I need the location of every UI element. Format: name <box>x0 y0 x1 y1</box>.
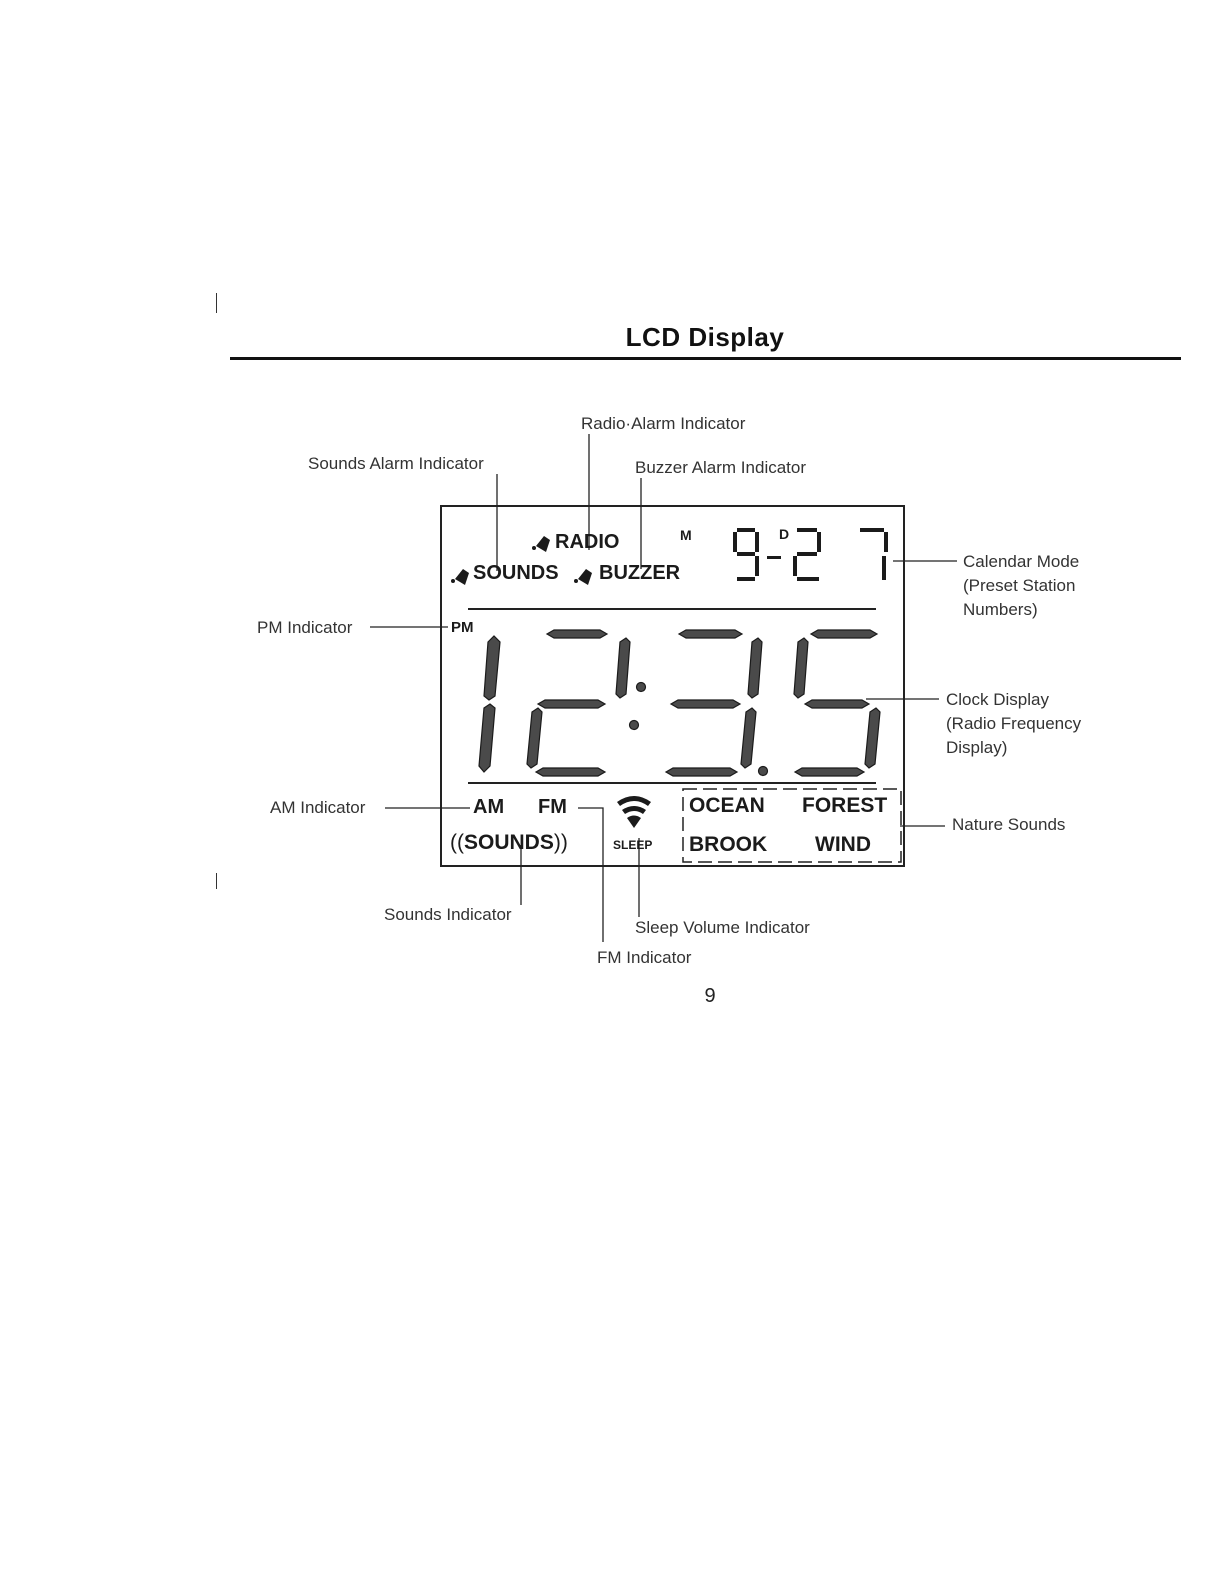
lcd-sounds-alarm: SOUNDS <box>473 562 559 584</box>
callout-calendar-mode-line3: Numbers) <box>963 600 1038 619</box>
margin-mark-bottom <box>216 873 217 889</box>
lcd-sleep-label: SLEEP <box>613 838 653 852</box>
lcd-panel <box>440 505 905 867</box>
lcd-sounds-indicator: ((SOUNDS)) <box>450 831 568 855</box>
lcd-month-marker: M <box>680 527 692 543</box>
bell-icon <box>532 536 550 552</box>
bell-icon <box>574 569 592 585</box>
lcd-am-indicator: AM <box>473 796 505 818</box>
bell-icon <box>451 569 469 585</box>
margin-mark-top <box>216 293 217 313</box>
clock-colon-dot-top <box>635 681 647 693</box>
callout-clock-display-line1: Clock Display <box>946 690 1049 709</box>
clock-decimal-dot <box>757 765 769 777</box>
nature-wind: WIND <box>815 833 871 856</box>
lcd-sounds-label: SOUNDS <box>464 831 554 854</box>
callout-calendar-mode-line2: (Preset Station <box>963 576 1076 595</box>
sound-wave-icon: (( <box>450 831 464 854</box>
callout-sleep-volume: Sleep Volume Indicator <box>635 918 810 937</box>
callout-radio-alarm: Radio·Alarm Indicator <box>581 414 746 433</box>
callout-sounds-alarm: Sounds Alarm Indicator <box>308 454 484 473</box>
callout-calendar-mode: Calendar Mode (Preset Station Numbers) <box>963 550 1079 622</box>
leader-fm <box>578 807 604 942</box>
lcd-radio-alarm: RADIO <box>555 531 620 553</box>
lcd-buzzer-alarm: BUZZER <box>599 562 681 584</box>
lcd-pm-indicator: PM <box>451 619 474 636</box>
lcd-day-marker: D <box>779 526 790 542</box>
callout-nature-sounds: Nature Sounds <box>952 815 1066 834</box>
nature-forest: FOREST <box>802 794 888 817</box>
title-rule <box>230 357 1181 360</box>
callout-clock-display-line3: Display) <box>946 738 1008 757</box>
nature-ocean: OCEAN <box>689 794 765 817</box>
callout-buzzer-alarm: Buzzer Alarm Indicator <box>635 458 807 477</box>
page-title: LCD Display <box>625 322 785 352</box>
page-number: 9 <box>704 985 716 1007</box>
lcd-fm-indicator: FM <box>538 796 567 818</box>
sleep-volume-icon <box>617 796 651 828</box>
callout-sounds-indicator: Sounds Indicator <box>384 905 512 924</box>
callout-am-indicator: AM Indicator <box>270 798 366 817</box>
callout-fm-indicator: FM Indicator <box>597 948 692 967</box>
callout-clock-display: Clock Display (Radio Frequency Display) <box>946 688 1081 760</box>
callout-clock-display-line2: (Radio Frequency <box>946 714 1082 733</box>
calendar-segments <box>733 528 888 581</box>
nature-sounds-box <box>682 788 902 863</box>
sound-wave-icon: )) <box>553 831 568 854</box>
callout-pm-indicator: PM Indicator <box>257 618 353 637</box>
callout-calendar-mode-line1: Calendar Mode <box>963 552 1080 571</box>
nature-brook: BROOK <box>689 833 768 856</box>
leader-lines <box>370 434 957 942</box>
clock-colon-dot-bottom <box>628 719 640 731</box>
clock-segments <box>478 629 881 777</box>
